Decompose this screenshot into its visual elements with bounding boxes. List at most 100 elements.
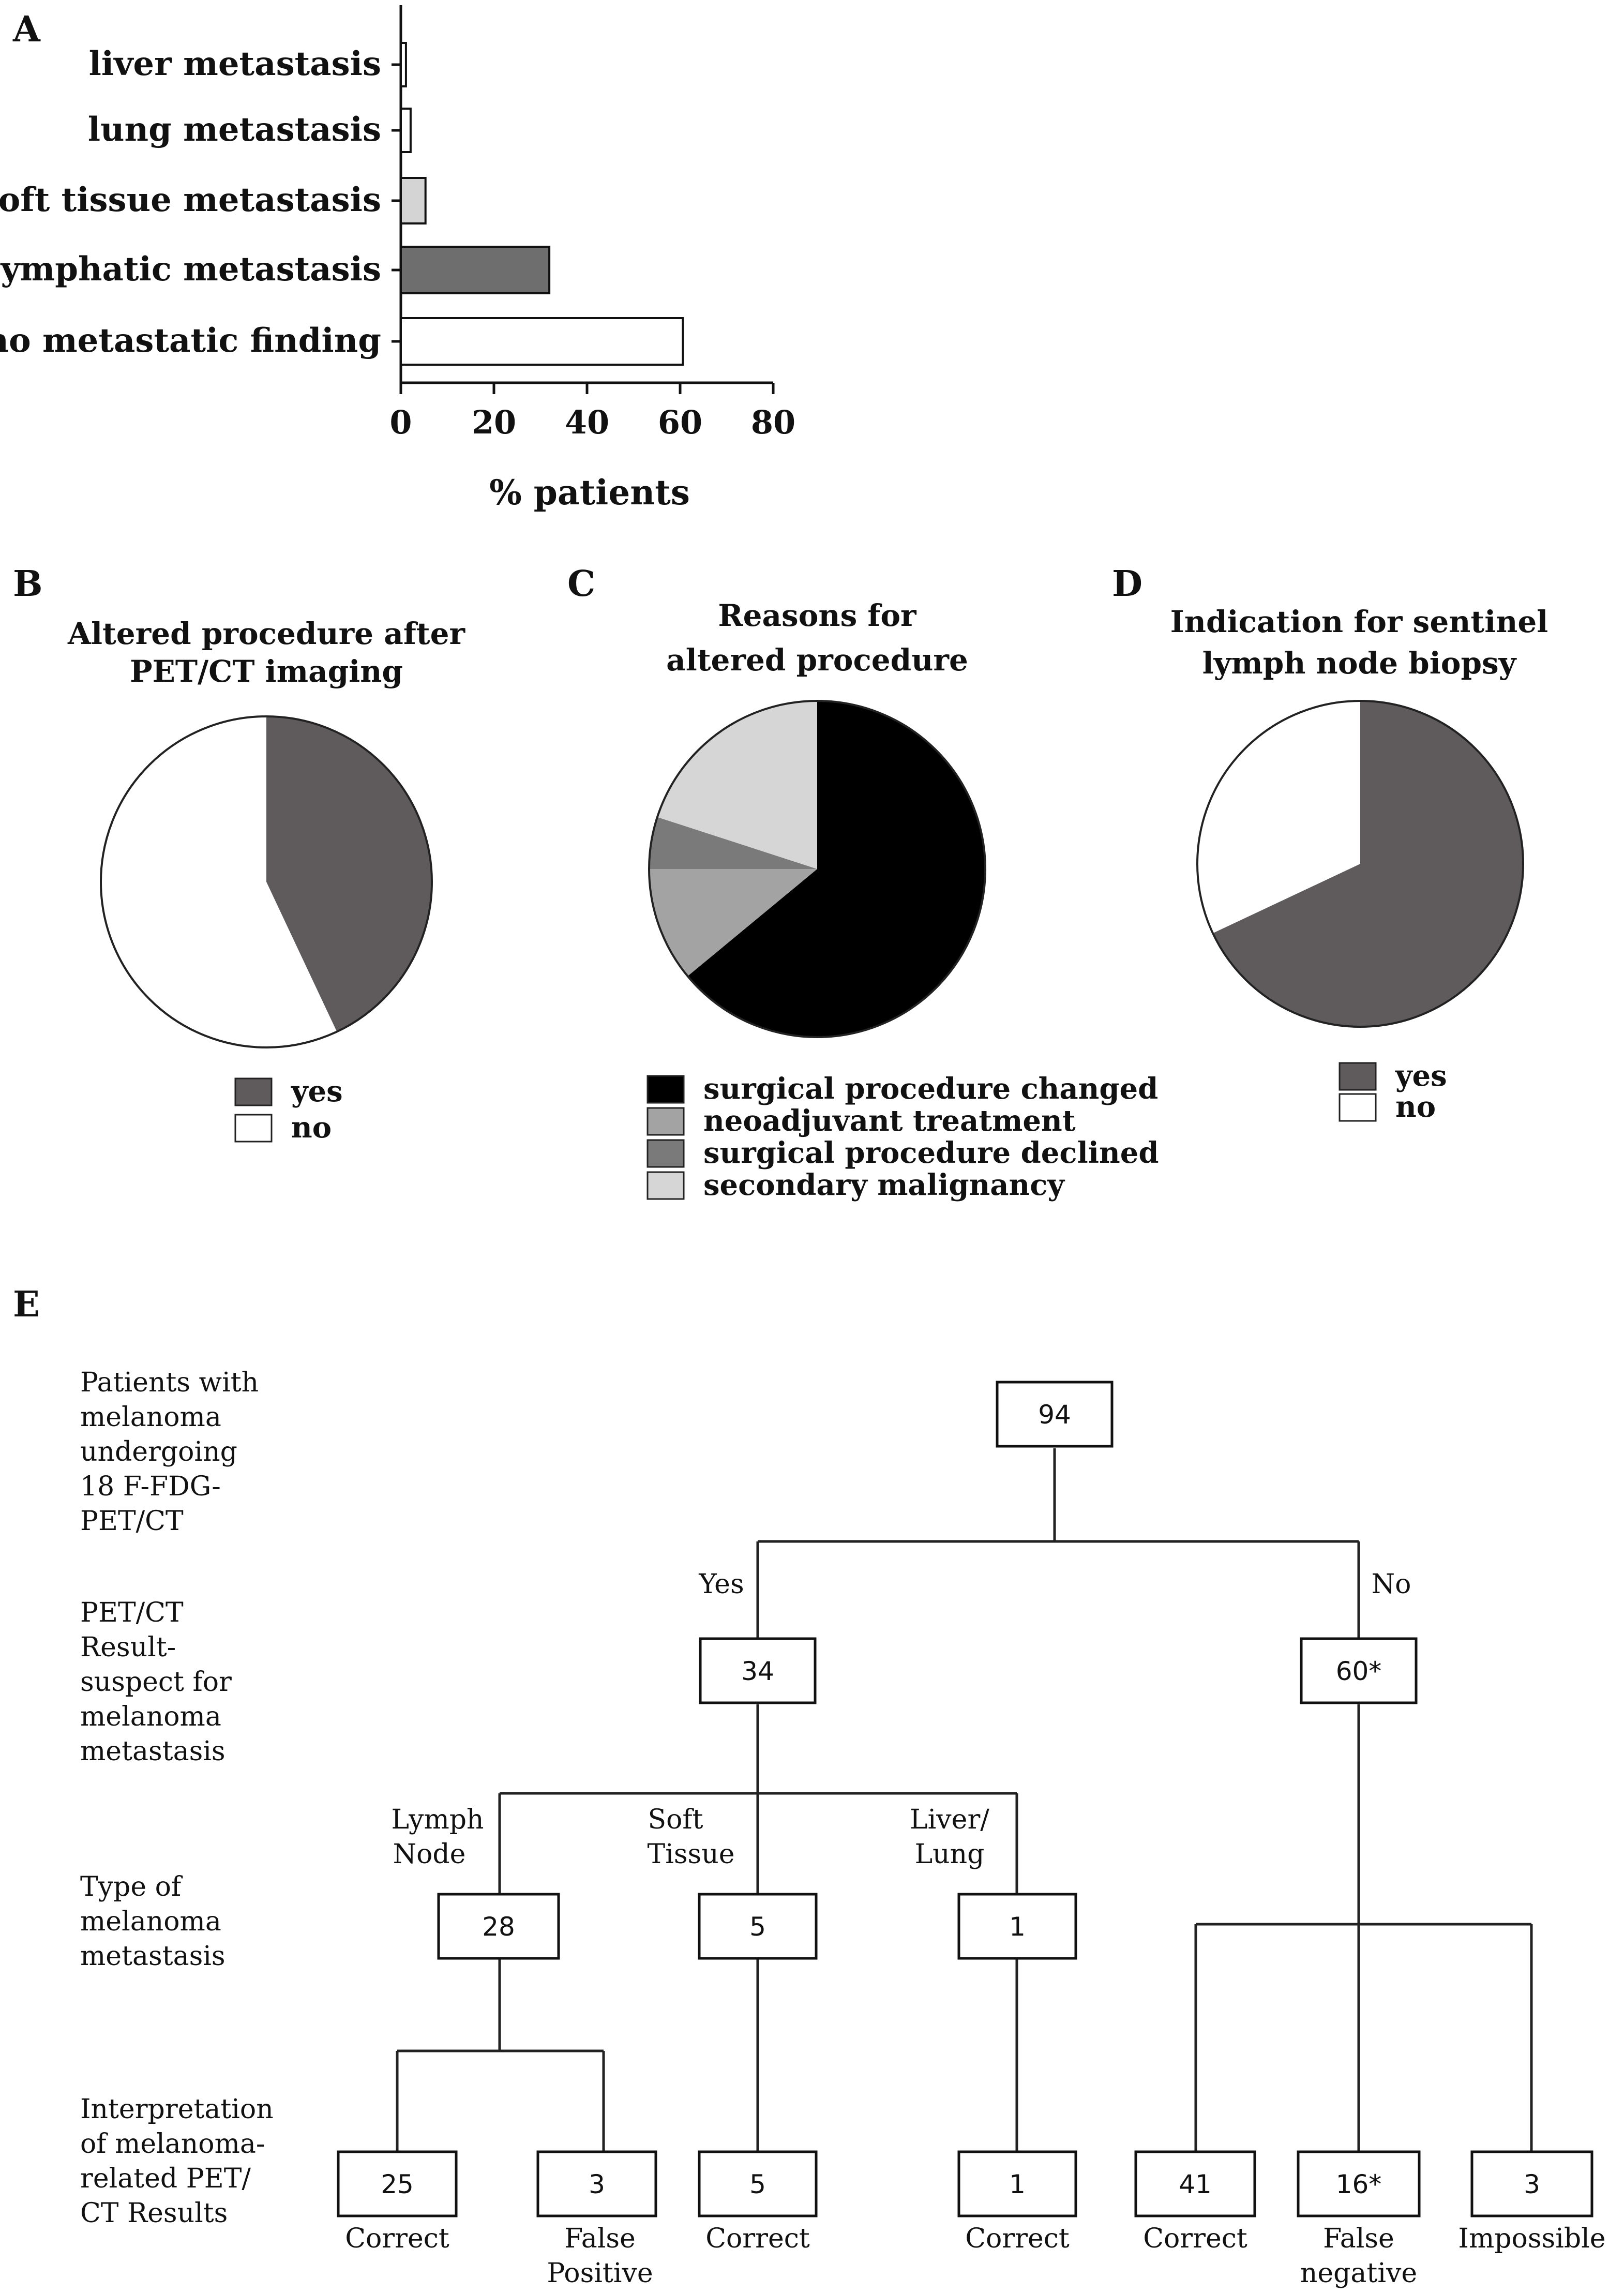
row-label-3: Type of melanoma metastasis bbox=[80, 1871, 225, 1972]
box-soft-tissue-value: 5 bbox=[749, 1912, 766, 1942]
legend-swatch bbox=[1339, 1093, 1377, 1122]
row-label-1-line: undergoing bbox=[80, 1436, 237, 1467]
bar bbox=[400, 108, 412, 153]
bar bbox=[400, 246, 551, 294]
box-no-value: 60* bbox=[1336, 1656, 1382, 1686]
legend-swatch bbox=[234, 1114, 273, 1143]
branch-label-lymph-node: Node bbox=[393, 1839, 466, 1870]
outcome-correct: Correct bbox=[965, 2223, 1070, 2254]
pie-slice bbox=[101, 716, 337, 1048]
y-tick-label: lung metastasis bbox=[88, 110, 381, 149]
row-label-3-line: metastasis bbox=[80, 1941, 225, 1972]
pie-d-title-line-1: Indication for sentinel bbox=[1170, 604, 1548, 639]
box-result-3-imp bbox=[1470, 2150, 1593, 2217]
outcome-false-negative: negative bbox=[1300, 2258, 1417, 2289]
pie-c-title-line-2: altered procedure bbox=[666, 642, 968, 678]
box-result-16 bbox=[1297, 2150, 1421, 2217]
y-tick-label: lymphatic metastasis bbox=[0, 250, 381, 289]
outcome-impossible: Impossible bbox=[1458, 2223, 1605, 2254]
legend-label: surgical procedure declined bbox=[703, 1136, 1159, 1170]
legend-swatch bbox=[646, 1171, 685, 1200]
row-label-4-line: CT Results bbox=[80, 2198, 228, 2229]
pie-outline bbox=[1196, 700, 1524, 1028]
legend-swatch bbox=[646, 1107, 685, 1136]
row-label-2-line: PET/CT bbox=[80, 1597, 184, 1628]
box-result-41 bbox=[1134, 2150, 1256, 2217]
row-label-1-line: PET/CT bbox=[80, 1506, 184, 1537]
bar-chart-a: liver metastasis lung metastasis soft tiss… bbox=[0, 5, 795, 513]
legend-label: neoadjuvant treatment bbox=[703, 1104, 1076, 1138]
y-tick-label: soft tissue metastasis bbox=[0, 181, 381, 219]
box-result-41-value: 41 bbox=[1179, 2169, 1212, 2199]
outcome-correct: Correct bbox=[345, 2223, 449, 2254]
pie-chart-d bbox=[1196, 700, 1524, 1028]
panel-label-b: B bbox=[13, 563, 42, 605]
legend-label: surgical procedure changed bbox=[703, 1072, 1158, 1106]
box-result-1-value: 1 bbox=[1009, 2169, 1026, 2199]
box-result-3-fp-value: 3 bbox=[589, 2169, 605, 2199]
x-tick-label: 80 bbox=[751, 403, 795, 441]
y-tick-label: liver metastasis bbox=[89, 44, 381, 83]
legend-label: no bbox=[291, 1111, 332, 1145]
box-result-25-value: 25 bbox=[381, 2169, 414, 2199]
legend-label: secondary malignancy bbox=[703, 1168, 1065, 1202]
row-label-4-line: related PET/ bbox=[80, 2163, 251, 2194]
branch-label-soft-tissue: Soft bbox=[648, 1804, 703, 1835]
box-result-3-imp-value: 3 bbox=[1524, 2169, 1540, 2199]
pie-slice bbox=[1197, 701, 1360, 934]
x-tick-label: 60 bbox=[658, 403, 702, 441]
box-result-3-fp bbox=[536, 2150, 657, 2217]
row-label-2-line: suspect for bbox=[80, 1667, 232, 1698]
y-tick-label: no metastatic finding bbox=[0, 321, 381, 360]
branch-label-liver-lung: Liver/ bbox=[910, 1804, 989, 1835]
bar bbox=[400, 177, 427, 224]
row-label-2: PET/CT Result- suspect for melanoma meta… bbox=[80, 1597, 232, 1767]
x-axis-label: % patients bbox=[489, 472, 690, 513]
flow-connectors bbox=[396, 1448, 1533, 2152]
box-yes bbox=[699, 1637, 817, 1704]
row-label-4-line: of melanoma- bbox=[80, 2129, 265, 2160]
row-label-4: Interpretation of melanoma- related PET/… bbox=[80, 2094, 274, 2229]
pie-d-title-line-2: lymph node biopsy bbox=[1202, 646, 1517, 681]
row-label-4-line: Interpretation bbox=[80, 2094, 274, 2125]
pie-slice bbox=[649, 817, 817, 869]
bar bbox=[400, 42, 407, 87]
box-lymph-node bbox=[437, 1893, 560, 1960]
row-label-2-line: Result- bbox=[80, 1632, 176, 1663]
pie-c-title-line-1: Reasons for bbox=[718, 598, 917, 633]
pie-slice bbox=[649, 869, 817, 977]
box-result-16-value: 16* bbox=[1336, 2169, 1382, 2199]
pie-slice bbox=[657, 701, 817, 869]
x-tick-label: 20 bbox=[472, 403, 516, 441]
pie-b-title-line-1: Altered procedure after bbox=[67, 616, 466, 651]
row-label-1-line: Patients with bbox=[80, 1367, 259, 1398]
pie-b-title-line-2: PET/CT imaging bbox=[130, 654, 403, 689]
outcome-false-negative: False bbox=[1323, 2223, 1394, 2254]
box-result-1 bbox=[957, 2150, 1077, 2217]
outcome-false-positive: False bbox=[564, 2223, 636, 2254]
row-label-3-line: melanoma bbox=[80, 1906, 221, 1937]
box-no bbox=[1300, 1637, 1418, 1704]
box-total-value: 94 bbox=[1038, 1400, 1071, 1430]
x-tick-label: 0 bbox=[389, 403, 412, 441]
branch-label-no: No bbox=[1372, 1569, 1411, 1600]
row-label-1-line: 18 F-FDG- bbox=[80, 1471, 221, 1502]
row-label-2-line: melanoma bbox=[80, 1701, 221, 1732]
legend-swatch bbox=[1339, 1062, 1377, 1091]
branch-label-yes: Yes bbox=[698, 1569, 744, 1600]
panel-label-a: A bbox=[12, 9, 41, 50]
row-label-1-line: melanoma bbox=[80, 1402, 221, 1433]
pie-slice bbox=[1212, 701, 1523, 1027]
outcome-false-positive: Positive bbox=[547, 2258, 653, 2289]
legend-swatch bbox=[646, 1075, 685, 1104]
box-liver-lung-value: 1 bbox=[1009, 1912, 1026, 1942]
pie-outline bbox=[100, 715, 433, 1048]
flow-boxes: 94 34 60* 28 5 1 25 3 5 1 41 16* 3 bbox=[337, 1381, 1593, 2217]
row-label-2-line: metastasis bbox=[80, 1736, 225, 1767]
box-yes-value: 34 bbox=[741, 1656, 774, 1686]
row-label-1: Patients with melanoma undergoing 18 F-F… bbox=[80, 1367, 259, 1537]
outcome-correct: Correct bbox=[1143, 2223, 1247, 2254]
